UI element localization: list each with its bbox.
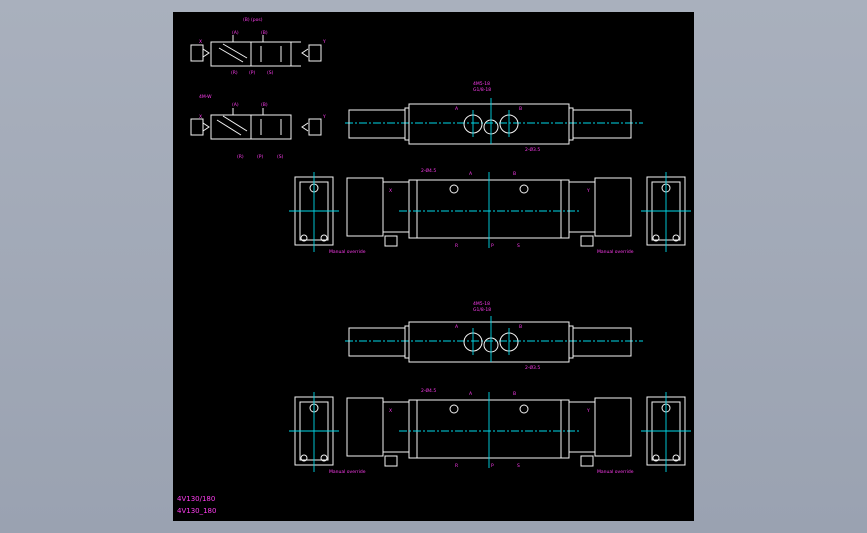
symbol-1-port-a: (A) xyxy=(232,30,239,36)
symbol-1-port-b: (B) xyxy=(261,30,268,36)
top-view-2: 4M5-18 G1/8-18 A B 2-Ø3.5 xyxy=(345,301,643,371)
top-view-2-label-b: B xyxy=(519,324,522,330)
symbol-2-header: 4M-W xyxy=(199,94,212,100)
top-view-1-label-thread: 4M5-18 xyxy=(473,81,490,87)
symbol-1-port-r: (R) xyxy=(231,70,238,76)
symbol-1-port-s: (S) xyxy=(267,70,274,76)
front-view-1-label-r: R xyxy=(455,243,458,249)
front-view-1-label-s: S xyxy=(517,243,520,249)
symbol-2-port-s: (S) xyxy=(277,154,284,160)
top-view-1-label-a: A xyxy=(455,106,459,112)
valve-symbol-2: 4M-W (A) (B) X Y (R) (P) (S) xyxy=(190,94,326,160)
front-view-2-label-y: Y xyxy=(586,408,590,414)
top-view-1: 4M5-18 G1/8-18 A B 2-Ø3.5 xyxy=(345,81,643,153)
front-view-2-label-a: A xyxy=(469,391,473,397)
front-view-2-label-p: P xyxy=(491,463,494,469)
model-label-1: 4V130/180 xyxy=(177,495,215,503)
front-view-1-label-y: Y xyxy=(586,188,590,194)
front-view-1-label-a: A xyxy=(469,171,473,177)
symbol-1-label-y: Y xyxy=(322,39,326,45)
top-view-2-label-a: A xyxy=(455,324,459,330)
front-view-2-label-x: X xyxy=(389,408,392,414)
cad-viewport[interactable]: (B) (pos) (A) (B) X Y (R) (P) (S) 4M-W (… xyxy=(173,12,694,521)
top-view-2-label-thread: 4M5-18 xyxy=(473,301,490,307)
front-view-2: 2-Ø4.5 A B R P S X Y Manual override Man… xyxy=(289,387,691,475)
front-view-2-label-holes: 2-Ø4.5 xyxy=(421,387,436,394)
front-view-1-label-b: B xyxy=(513,171,516,177)
front-view-2-label-manual-right: Manual override xyxy=(597,469,634,475)
symbol-2-port-r: (R) xyxy=(237,154,244,160)
top-view-2-label-port: G1/8-18 xyxy=(473,307,491,313)
front-view-1-label-x: X xyxy=(389,188,392,194)
front-view-1: 2-Ø4.5 A B R P S X Y Manual override Man… xyxy=(289,167,691,255)
symbol-2-port-a: (A) xyxy=(232,102,239,108)
symbol-2-label-x: X xyxy=(199,114,202,120)
top-view-1-label-b: B xyxy=(519,106,522,112)
symbol-1-header: (B) (pos) xyxy=(243,17,263,23)
symbol-2-port-b: (B) xyxy=(261,102,268,108)
top-view-1-label-holes: 2-Ø3.5 xyxy=(525,146,540,153)
front-view-2-label-s: S xyxy=(517,463,520,469)
valve-symbol-1: (B) (pos) (A) (B) X Y (R) (P) (S) xyxy=(190,17,326,76)
front-view-2-label-manual-left: Manual override xyxy=(329,469,366,475)
symbol-2-port-p: (P) xyxy=(257,154,263,160)
model-label-2: 4V130_180 xyxy=(177,507,216,515)
symbol-2-label-y: Y xyxy=(322,114,326,120)
top-view-1-label-port: G1/8-18 xyxy=(473,87,491,93)
front-view-2-label-b: B xyxy=(513,391,516,397)
front-view-1-label-manual-right: Manual override xyxy=(597,249,634,255)
symbol-1-port-p: (P) xyxy=(249,70,255,76)
symbol-1-label-x: X xyxy=(199,39,202,45)
front-view-1-label-p: P xyxy=(491,243,494,249)
cad-drawing: (B) (pos) (A) (B) X Y (R) (P) (S) 4M-W (… xyxy=(177,17,691,515)
front-view-1-label-holes: 2-Ø4.5 xyxy=(421,167,436,174)
front-view-1-label-manual-left: Manual override xyxy=(329,249,366,255)
front-view-2-label-r: R xyxy=(455,463,458,469)
top-view-2-label-holes: 2-Ø3.5 xyxy=(525,364,540,371)
